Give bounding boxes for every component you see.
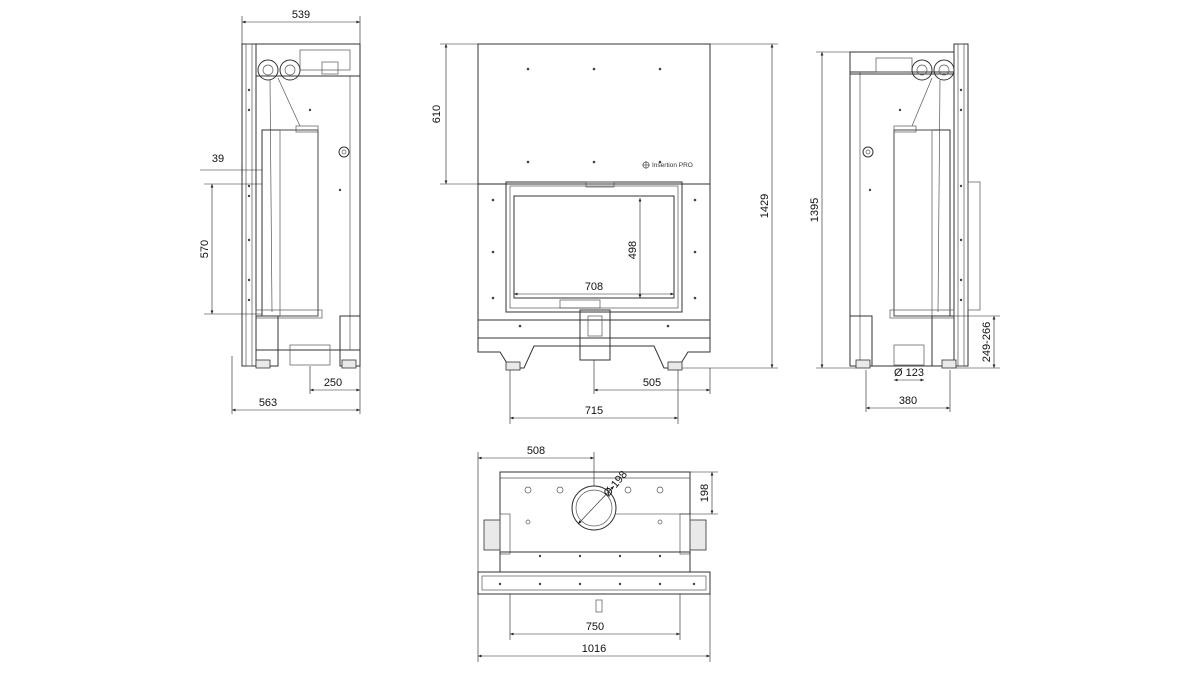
dim-715: 715 — [585, 405, 603, 417]
dim-563: 563 — [259, 397, 277, 409]
dim-570: 570 — [199, 240, 211, 258]
dim-380: 380 — [899, 395, 917, 407]
dim-flue-diameter: Ø 198 — [601, 469, 629, 500]
pulley-icon — [257, 59, 279, 81]
pulley-icon — [279, 59, 301, 81]
dim-250: 250 — [324, 377, 342, 389]
dim-750: 750 — [586, 621, 604, 633]
dim-508: 508 — [527, 445, 545, 457]
front-view: Insertion PRO 610 1429 498 708 505 — [431, 43, 778, 424]
dim-249-266: 249-266 — [981, 322, 993, 362]
dim-505: 505 — [643, 377, 661, 389]
dim-198: 198 — [699, 484, 711, 502]
dim-708: 708 — [585, 281, 603, 293]
pulley-icon — [911, 59, 933, 81]
brand-logo: Insertion PRO — [642, 161, 693, 169]
dim-39: 39 — [212, 153, 224, 165]
dim-1429: 1429 — [759, 194, 771, 218]
top-view: 508 Ø 198 198 750 1016 — [477, 445, 718, 662]
dim-1016: 1016 — [582, 643, 606, 655]
dim-1395: 1395 — [809, 198, 821, 222]
pulley-icon — [933, 59, 955, 81]
dim-610: 610 — [431, 105, 443, 123]
left-side-view: 539 39 570 250 563 — [199, 9, 361, 414]
brand-label: Insertion PRO — [652, 162, 693, 169]
dim-air-inlet: Ø 123 — [894, 367, 924, 379]
dim-498: 498 — [627, 241, 639, 259]
dim-539: 539 — [292, 9, 310, 21]
right-side-view: 1395 249-266 Ø 123 380 — [809, 43, 1000, 412]
